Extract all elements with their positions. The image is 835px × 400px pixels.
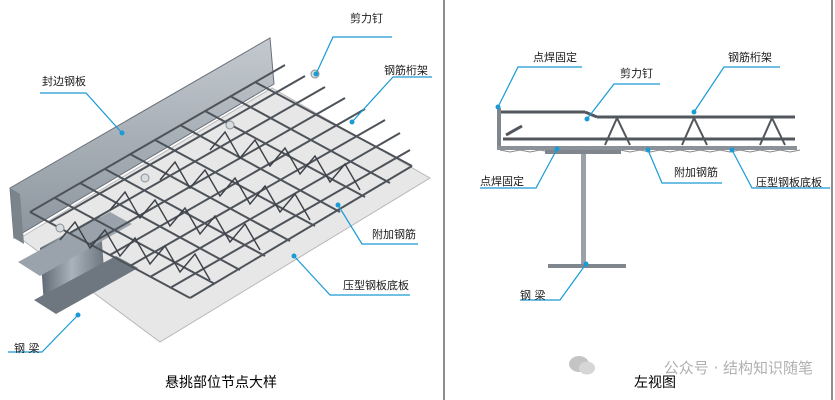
left-leader-lines — [8, 36, 432, 353]
label-truss-right: 钢筋桁架 — [728, 51, 772, 64]
watermark: 公众号 · 结构知识随笔 — [663, 359, 813, 377]
right-leader-dots — [495, 104, 735, 267]
label-beam-right: 钢 梁 — [520, 289, 546, 302]
left-leader-dots — [75, 71, 355, 318]
label-beam: 钢 梁 — [14, 342, 40, 355]
truss-zigzag — [59, 130, 361, 281]
label-shear-stud-right: 剪力钉 — [620, 67, 653, 80]
right-border — [831, 0, 833, 400]
steel-beam-flange — [18, 212, 132, 276]
label-shear-stud: 剪力钉 — [350, 12, 383, 25]
label-spot-weld-bottom: 点焊固定 — [480, 175, 524, 188]
label-spot-weld-top: 点焊固定 — [533, 51, 577, 64]
label-extra-rebar: 附加钢筋 — [372, 228, 416, 241]
label-deck-right: 压型钢板底板 — [756, 176, 822, 189]
edge-plate-side — [10, 188, 24, 244]
left-caption: 悬挑部位节点大样 — [165, 375, 277, 391]
label-truss: 钢筋桁架 — [384, 64, 428, 77]
deck-plate — [19, 87, 431, 343]
panel-divider — [443, 0, 445, 400]
right-leader-lines — [480, 66, 830, 301]
label-deck: 压型钢板底板 — [343, 279, 409, 292]
wechat-icon — [569, 356, 595, 375]
label-extra-rebar-right: 附加钢筋 — [674, 166, 718, 179]
right-caption: 左视图 — [634, 375, 676, 391]
steel-beam-bottom-flange — [34, 256, 138, 314]
rebar-mesh — [29, 64, 413, 299]
label-edge-plate: 封边钢板 — [42, 75, 86, 88]
